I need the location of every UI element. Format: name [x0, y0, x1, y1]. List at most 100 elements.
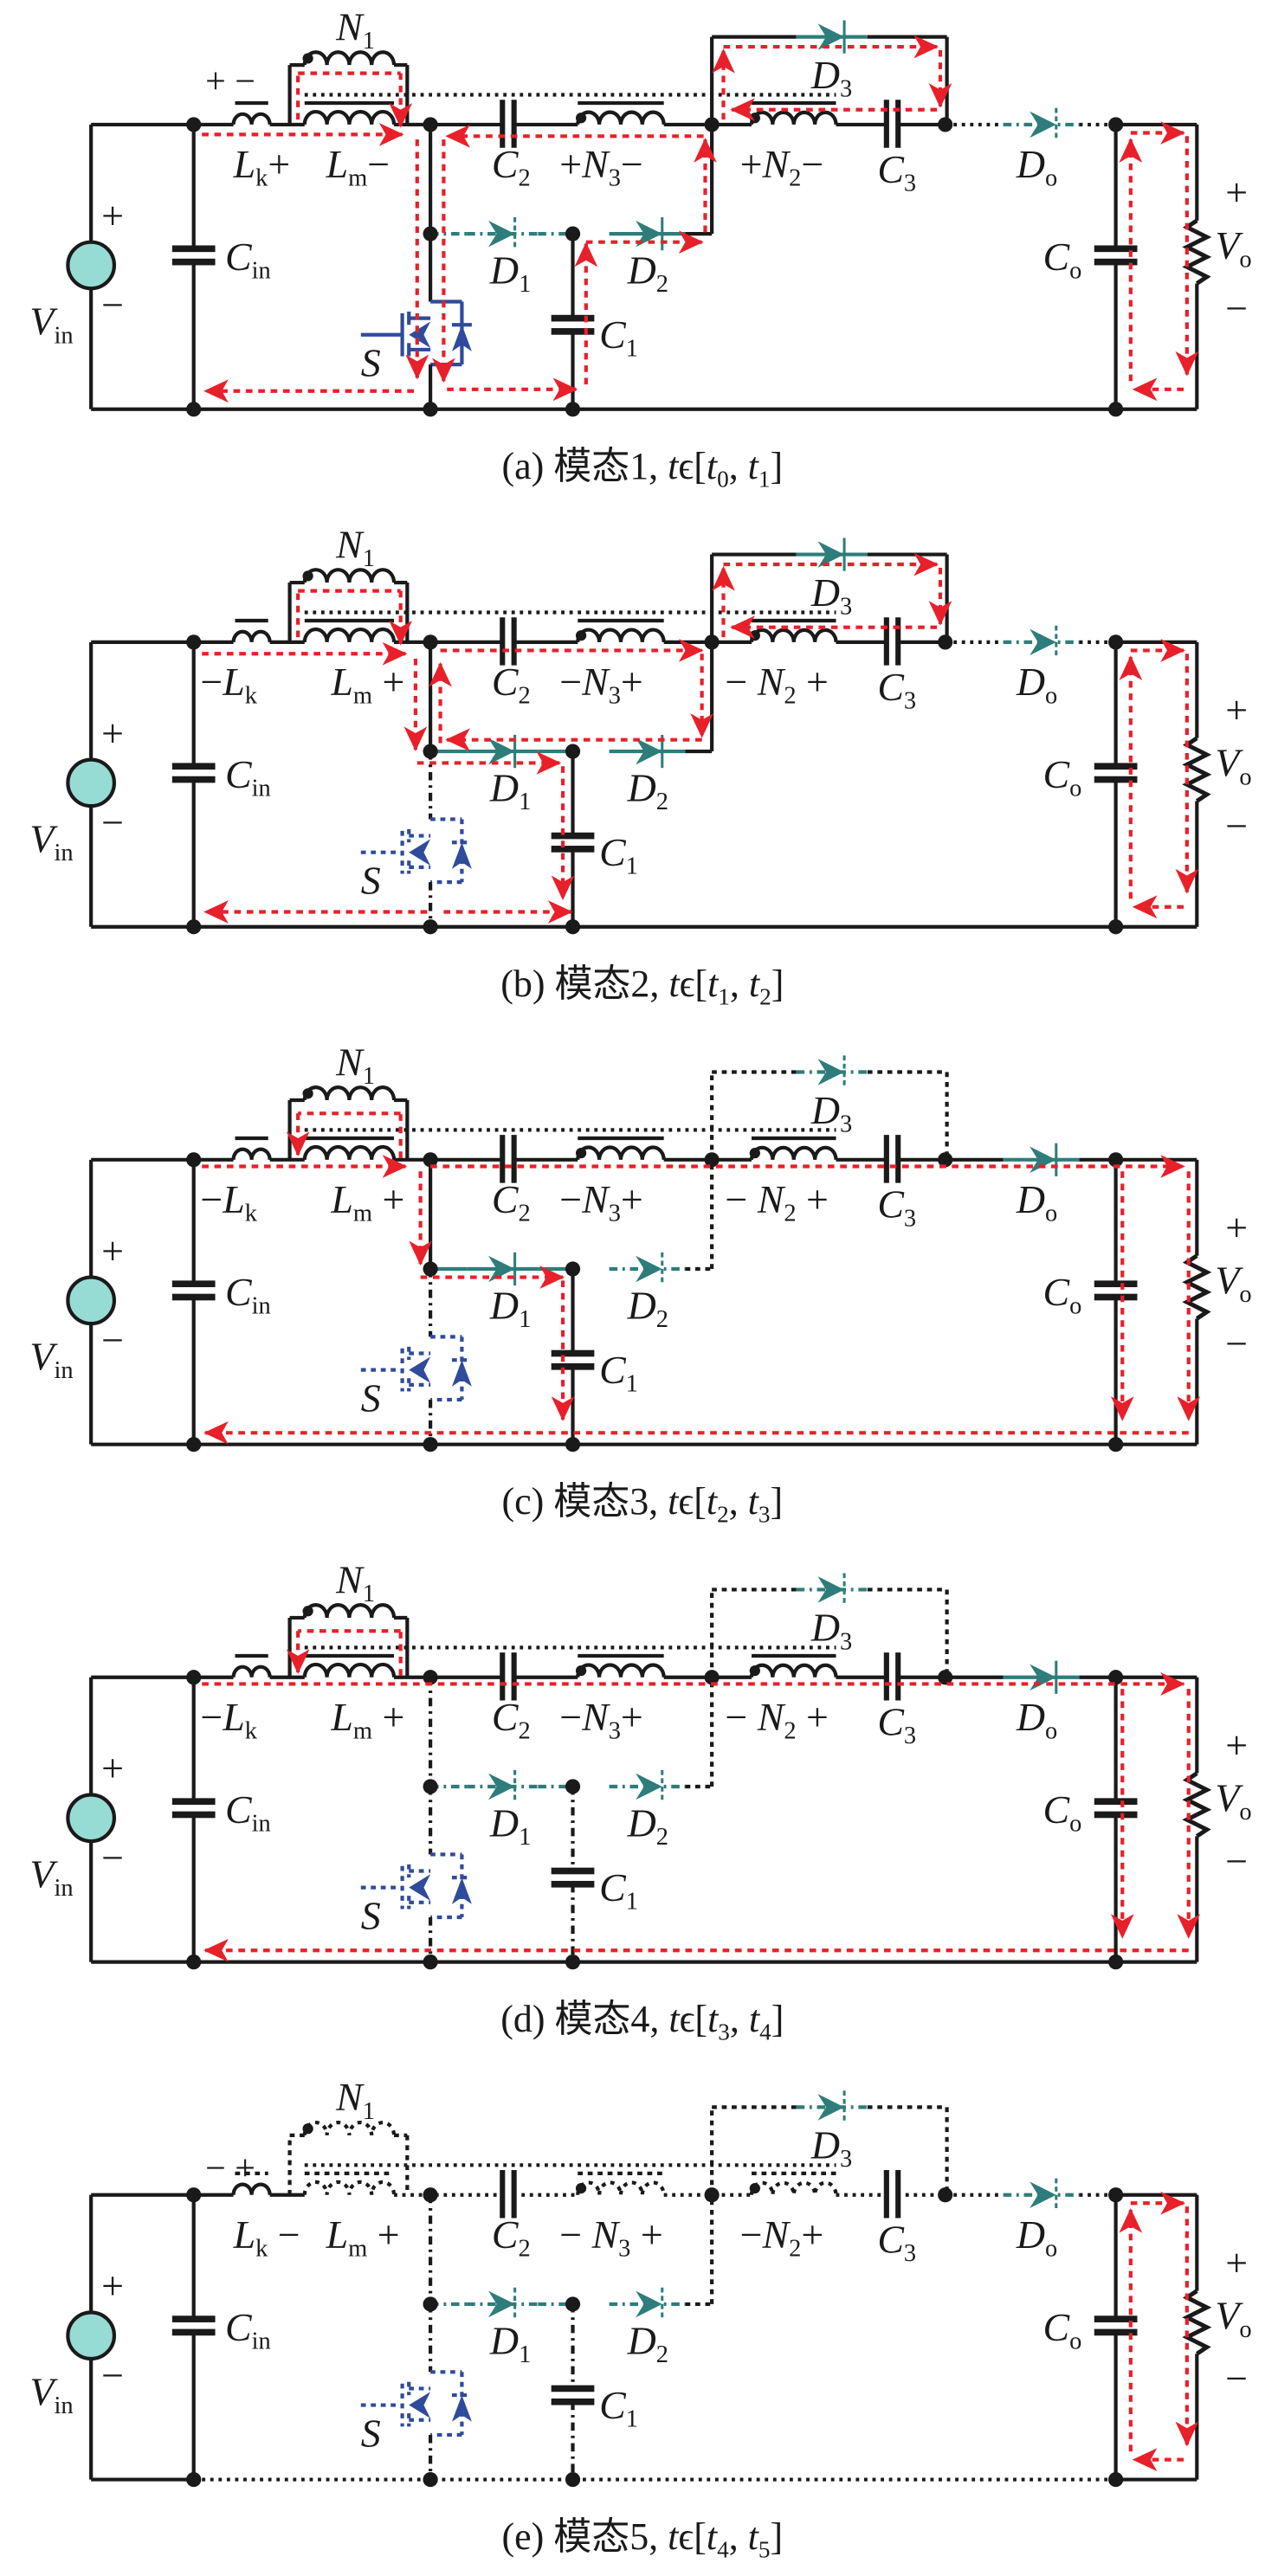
label-n1-part: 1: [363, 28, 375, 55]
label-n2-part: −: [725, 1695, 757, 1739]
label-vin-minus: −: [101, 1318, 124, 1362]
panel-caption-part: ,: [729, 445, 748, 487]
label-d1-part: 1: [519, 1824, 531, 1851]
panel-caption: (e) 模态5, tϵ[t4, t5]: [501, 2515, 783, 2563]
label-lk-part: k: [255, 2235, 268, 2262]
junction-node: [938, 117, 953, 132]
label-vin-part: in: [54, 322, 73, 349]
label-d2-part: D: [627, 1800, 656, 1845]
label-vo-minus-part: −: [1225, 1321, 1248, 1365]
label-n2: − N2 +: [725, 660, 829, 710]
label-vo-plus: +: [1225, 171, 1248, 215]
label-c2-part: C: [492, 1177, 520, 1221]
label-n1-part: N: [335, 522, 365, 566]
cin-plate: [171, 1798, 216, 1805]
label-d2-part: 2: [656, 271, 668, 298]
label-c2-part: 2: [518, 1201, 530, 1227]
label-do-part: o: [1045, 683, 1057, 710]
label-s-part: S: [361, 858, 381, 902]
c1-plate: [551, 1349, 595, 1357]
junction-node: [423, 402, 438, 417]
diode-d3-arrow-icon: [817, 23, 845, 50]
panel-caption-part: 2: [759, 984, 771, 1010]
label-n3-part: −: [559, 1177, 582, 1221]
label-vin-plus: +: [101, 1228, 124, 1272]
label-vin-part: in: [54, 1357, 73, 1384]
label-cin-part: C: [225, 2305, 253, 2349]
label-vo: Vo: [1215, 2294, 1251, 2344]
panel-caption-part: 1: [758, 467, 771, 493]
n3-coil-icon: [576, 110, 666, 126]
label-c1-part: 1: [626, 336, 638, 363]
n3-coil-icon: [576, 628, 666, 643]
panel-caption-part: ,: [730, 963, 749, 1005]
label-vin-minus-part: −: [101, 2353, 124, 2397]
n1-coil-icon: [302, 568, 397, 583]
label-n3: −N3+: [559, 1177, 643, 1227]
label-d2: D2: [627, 765, 668, 815]
junction-node: [1108, 919, 1124, 935]
label-n2-part: −: [725, 660, 757, 704]
label-d2-part: D: [627, 1283, 656, 1327]
label-do-part: D: [1016, 142, 1045, 186]
voltage-source-icon: [66, 2310, 117, 2361]
label-co-part: C: [1043, 2305, 1071, 2349]
label-n2-part: N: [762, 142, 791, 186]
label-lm-part: +: [372, 1695, 404, 1739]
junction-node: [423, 226, 438, 242]
label-d3: D3: [810, 570, 852, 621]
label-n2-part: N: [757, 1177, 786, 1221]
panel-caption-part: (d) 模态4,: [500, 1998, 668, 2040]
polarity-dot-icon: [575, 630, 587, 641]
label-do-part: D: [1016, 660, 1045, 704]
n1-coil-icon: [302, 1603, 397, 1619]
n2-coil-icon: [749, 110, 838, 126]
label-cin: Cin: [225, 2305, 271, 2355]
body-arrow-icon: [409, 839, 431, 866]
label-c3-part: 3: [904, 170, 916, 196]
n2-coil-icon: [749, 2180, 838, 2195]
co-plate: [1094, 1293, 1138, 1301]
panel-caption-part: t: [748, 445, 760, 487]
panel-caption-part: t: [668, 1480, 680, 1523]
label-c2-part: C: [492, 142, 520, 186]
label-c3-part: 3: [904, 687, 916, 714]
panel-caption: (c) 模态3, tϵ[t2, t3]: [501, 1480, 783, 1528]
label-vin-part: V: [29, 2370, 58, 2414]
label-vin: Vin: [29, 1852, 73, 1903]
label-n3-part: N: [581, 1177, 610, 1221]
label-n2-part: N: [757, 1695, 786, 1739]
label-do-part: o: [1045, 2235, 1057, 2262]
label-d2: D2: [627, 1800, 668, 1851]
label-vo-minus-part: −: [1225, 286, 1248, 330]
label-vo-plus-part: +: [1225, 2240, 1248, 2284]
label-n2-part: N: [757, 660, 786, 704]
polarity-dot-icon: [575, 1148, 587, 1159]
panel-caption-part: 1: [718, 984, 730, 1010]
label-n3-part: 3: [609, 165, 621, 192]
label-lk-part: k: [245, 683, 258, 710]
label-vin: Vin: [29, 817, 73, 867]
label-n3-part: +: [621, 660, 643, 704]
label-c2-part: 2: [518, 1718, 530, 1745]
label-s-part: S: [361, 1375, 381, 1420]
label-n1-part: N: [335, 1040, 365, 1084]
label-lk-part: −: [268, 2212, 300, 2257]
junction-node: [1108, 1437, 1124, 1452]
polarity-dot-icon: [749, 1665, 760, 1677]
label-vin-minus: −: [101, 283, 124, 327]
label-lk-polarity: + −: [205, 62, 255, 102]
junction-node: [565, 1955, 581, 1970]
label-n3-part: 3: [618, 2235, 630, 2262]
diode-do-arrow-icon: [1030, 1146, 1056, 1174]
polarity-dot-icon: [302, 1088, 313, 1099]
label-n2: +N2−: [740, 142, 824, 192]
label-c2: C2: [492, 1695, 531, 1745]
label-c2-part: C: [492, 660, 520, 704]
label-d2-part: D: [627, 248, 656, 292]
panel-caption-part: ϵ[: [678, 2515, 706, 2558]
label-d2-part: 2: [656, 2341, 668, 2368]
panel-caption-part: ϵ[: [680, 1998, 707, 2040]
